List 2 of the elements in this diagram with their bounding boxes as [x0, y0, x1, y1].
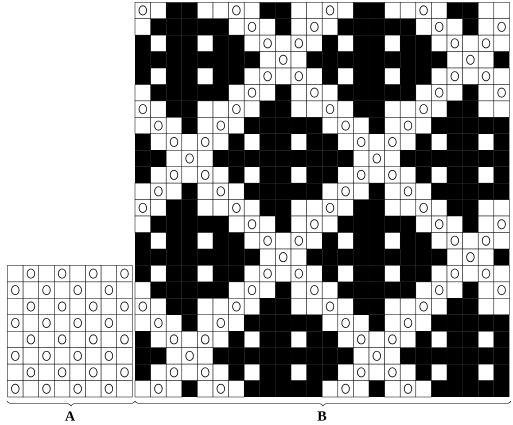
part-label: B [318, 411, 326, 421]
part-label: A [65, 411, 75, 421]
